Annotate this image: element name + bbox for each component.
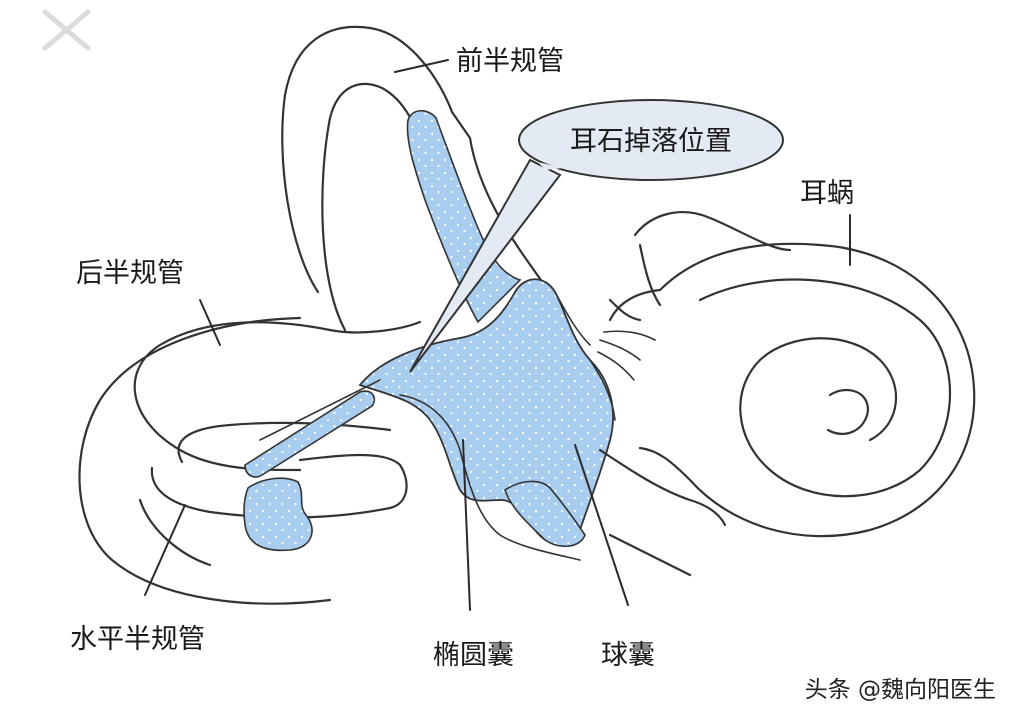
label-horizontal-canal: 水平半规管 xyxy=(70,624,205,655)
label-utricle: 椭圆囊 xyxy=(433,640,514,671)
watermark: 头条 @魏向阳医生 xyxy=(805,677,996,703)
close-icon[interactable] xyxy=(42,9,91,51)
label-saccule: 球囊 xyxy=(601,640,655,671)
otolith-callout xyxy=(409,99,784,373)
membranous-outline xyxy=(259,291,616,561)
label-posterior-canal: 后半规管 xyxy=(76,258,184,289)
vestibular-tube xyxy=(598,448,727,577)
posterior-canal-shape xyxy=(78,316,422,605)
otolith-callout-label: 耳石掉落位置 xyxy=(570,126,732,157)
endolymph-fluid xyxy=(243,109,614,552)
label-anterior-canal: 前半规管 xyxy=(456,46,564,77)
leader-lines xyxy=(144,59,851,611)
cochlea-shape xyxy=(597,211,976,538)
label-cochlea: 耳蜗 xyxy=(800,178,854,209)
